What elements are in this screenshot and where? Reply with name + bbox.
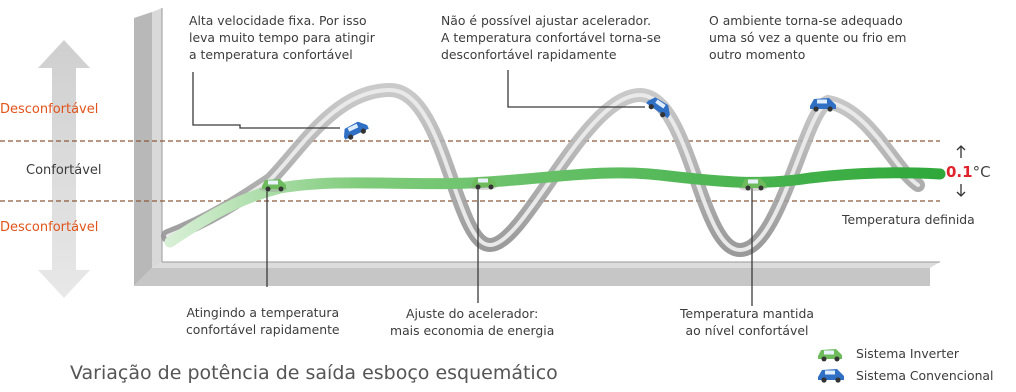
comfort-range-arrow [38,40,90,298]
tolerance-arrows-icon [956,145,966,197]
conventional-car-2 [646,97,670,119]
inverter-car-3 [739,178,767,191]
axis-frame [134,8,940,286]
inverter-curve [164,167,946,248]
annotation-temperature-kept: Temperatura mantida ao nível confortável [680,306,814,338]
diagram-title: Variação de potência de saída esboço esq… [70,362,558,384]
tolerance-number: 0.1 [946,163,973,181]
legend-inverter-icon [818,349,842,362]
inverter-car-2 [469,177,497,190]
annotation-reaching-comfort: Atingindo a temperatura confortável rapi… [186,305,340,337]
annotation-no-throttle: Não é possível ajustar acelerador. A tem… [441,13,661,62]
legend-conventional-icon [818,369,844,383]
conventional-curve [161,82,925,258]
zone-label-upper: Desconfortável [0,102,99,117]
conventional-car-1 [343,121,369,140]
tolerance-unit: °C [972,163,991,181]
annotation-throttle-adjust: Ajuste do acelerador: mais economia de e… [390,306,555,338]
legend-inverter-label: Sistema Inverter [856,346,959,361]
inverter-car-1 [259,179,287,192]
tolerance-value: 0.1°C [946,163,991,181]
legend-conventional-label: Sistema Convencional [856,368,994,383]
conventional-car-3 [810,98,836,112]
annotation-fixed-speed: Alta velocidade fixa. Por isso leva muit… [189,13,375,62]
zone-label-lower: Desconfortável [0,220,99,235]
annotation-environment: O ambiente torna-se adequado uma só vez … [709,13,907,62]
setpoint-label: Temperatura definida [842,212,975,227]
zone-label-middle: Confortável [26,163,102,178]
callout-lines [192,70,753,306]
